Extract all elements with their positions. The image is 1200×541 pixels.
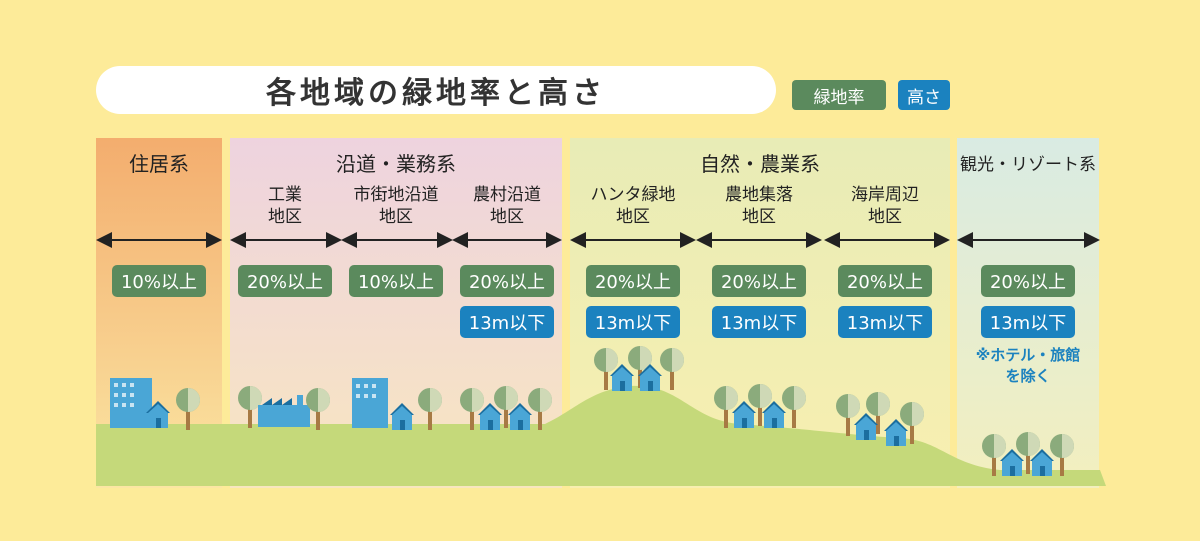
district-title-line2: 地区	[490, 207, 524, 227]
green-ratio-badge-residential: 10%以上	[112, 265, 206, 297]
tree-icon	[418, 388, 442, 430]
house-icon	[390, 403, 414, 430]
height-badge-farm-village: 13m以下	[712, 306, 806, 338]
green-ratio-badge-resort: 20%以上	[981, 265, 1075, 297]
green-ratio-badge-hanta-green: 20%以上	[586, 265, 680, 297]
district-title-hanta-green: ハンタ緑地 地区	[572, 184, 694, 228]
district-title-line2: 地区	[379, 207, 413, 227]
resort-note-line2: を除く	[1005, 367, 1051, 385]
group-title-nature: 自然・農業系	[700, 152, 820, 176]
district-title-line1: 海岸周辺	[851, 185, 919, 205]
green-ratio-badge-urban-roadside: 10%以上	[349, 265, 443, 297]
district-title-urban-roadside: 市街地沿道 地区	[343, 184, 449, 228]
district-title-line2: 地区	[616, 207, 650, 227]
district-title-line1: 市街地沿道	[353, 185, 439, 205]
height-badge-rural-roadside: 13m以下	[460, 306, 554, 338]
legend-green-ratio: 緑地率	[792, 80, 886, 110]
district-title-line1: ハンタ緑地	[590, 185, 676, 205]
factory-icon	[258, 405, 310, 427]
green-ratio-badge-farm-village: 20%以上	[712, 265, 806, 297]
height-badge-hanta-green: 13m以下	[586, 306, 680, 338]
district-title-farm-village: 農地集落 地区	[698, 184, 820, 228]
district-title-line1: 農村沿道	[473, 185, 541, 205]
green-ratio-badge-industrial: 20%以上	[238, 265, 332, 297]
district-title-rural-roadside: 農村沿道 地区	[454, 184, 560, 228]
district-title-industrial: 工業 地区	[232, 184, 338, 228]
tree-icon	[1050, 434, 1074, 476]
district-title-line1: 工業	[268, 185, 302, 205]
district-title-line2: 地区	[268, 207, 302, 227]
resort-note: ※ホテル・旅館 を除く	[957, 345, 1099, 387]
district-title-line2: 地区	[868, 207, 902, 227]
tree-icon	[660, 348, 684, 390]
group-title-roadside: 沿道・業務系	[336, 152, 456, 176]
district-title-coastal: 海岸周辺 地区	[824, 184, 946, 228]
height-badge-resort: 13m以下	[981, 306, 1075, 338]
group-title-resort: 観光・リゾート系	[960, 155, 1096, 175]
tree-icon	[782, 386, 806, 428]
district-title-line2: 地区	[742, 207, 776, 227]
green-ratio-badge-coastal: 20%以上	[838, 265, 932, 297]
resort-note-line1: ※ホテル・旅館	[975, 346, 1081, 364]
district-title-line1: 農地集落	[725, 185, 793, 205]
tree-icon	[176, 388, 200, 430]
page-title: 各地域の緑地率と高さ	[96, 66, 776, 114]
height-badge-coastal: 13m以下	[838, 306, 932, 338]
group-title-residential: 住居系	[129, 152, 189, 176]
green-ratio-badge-rural-roadside: 20%以上	[460, 265, 554, 297]
legend-height: 高さ	[898, 80, 950, 110]
house-icon	[854, 413, 878, 440]
ground	[96, 385, 1106, 486]
